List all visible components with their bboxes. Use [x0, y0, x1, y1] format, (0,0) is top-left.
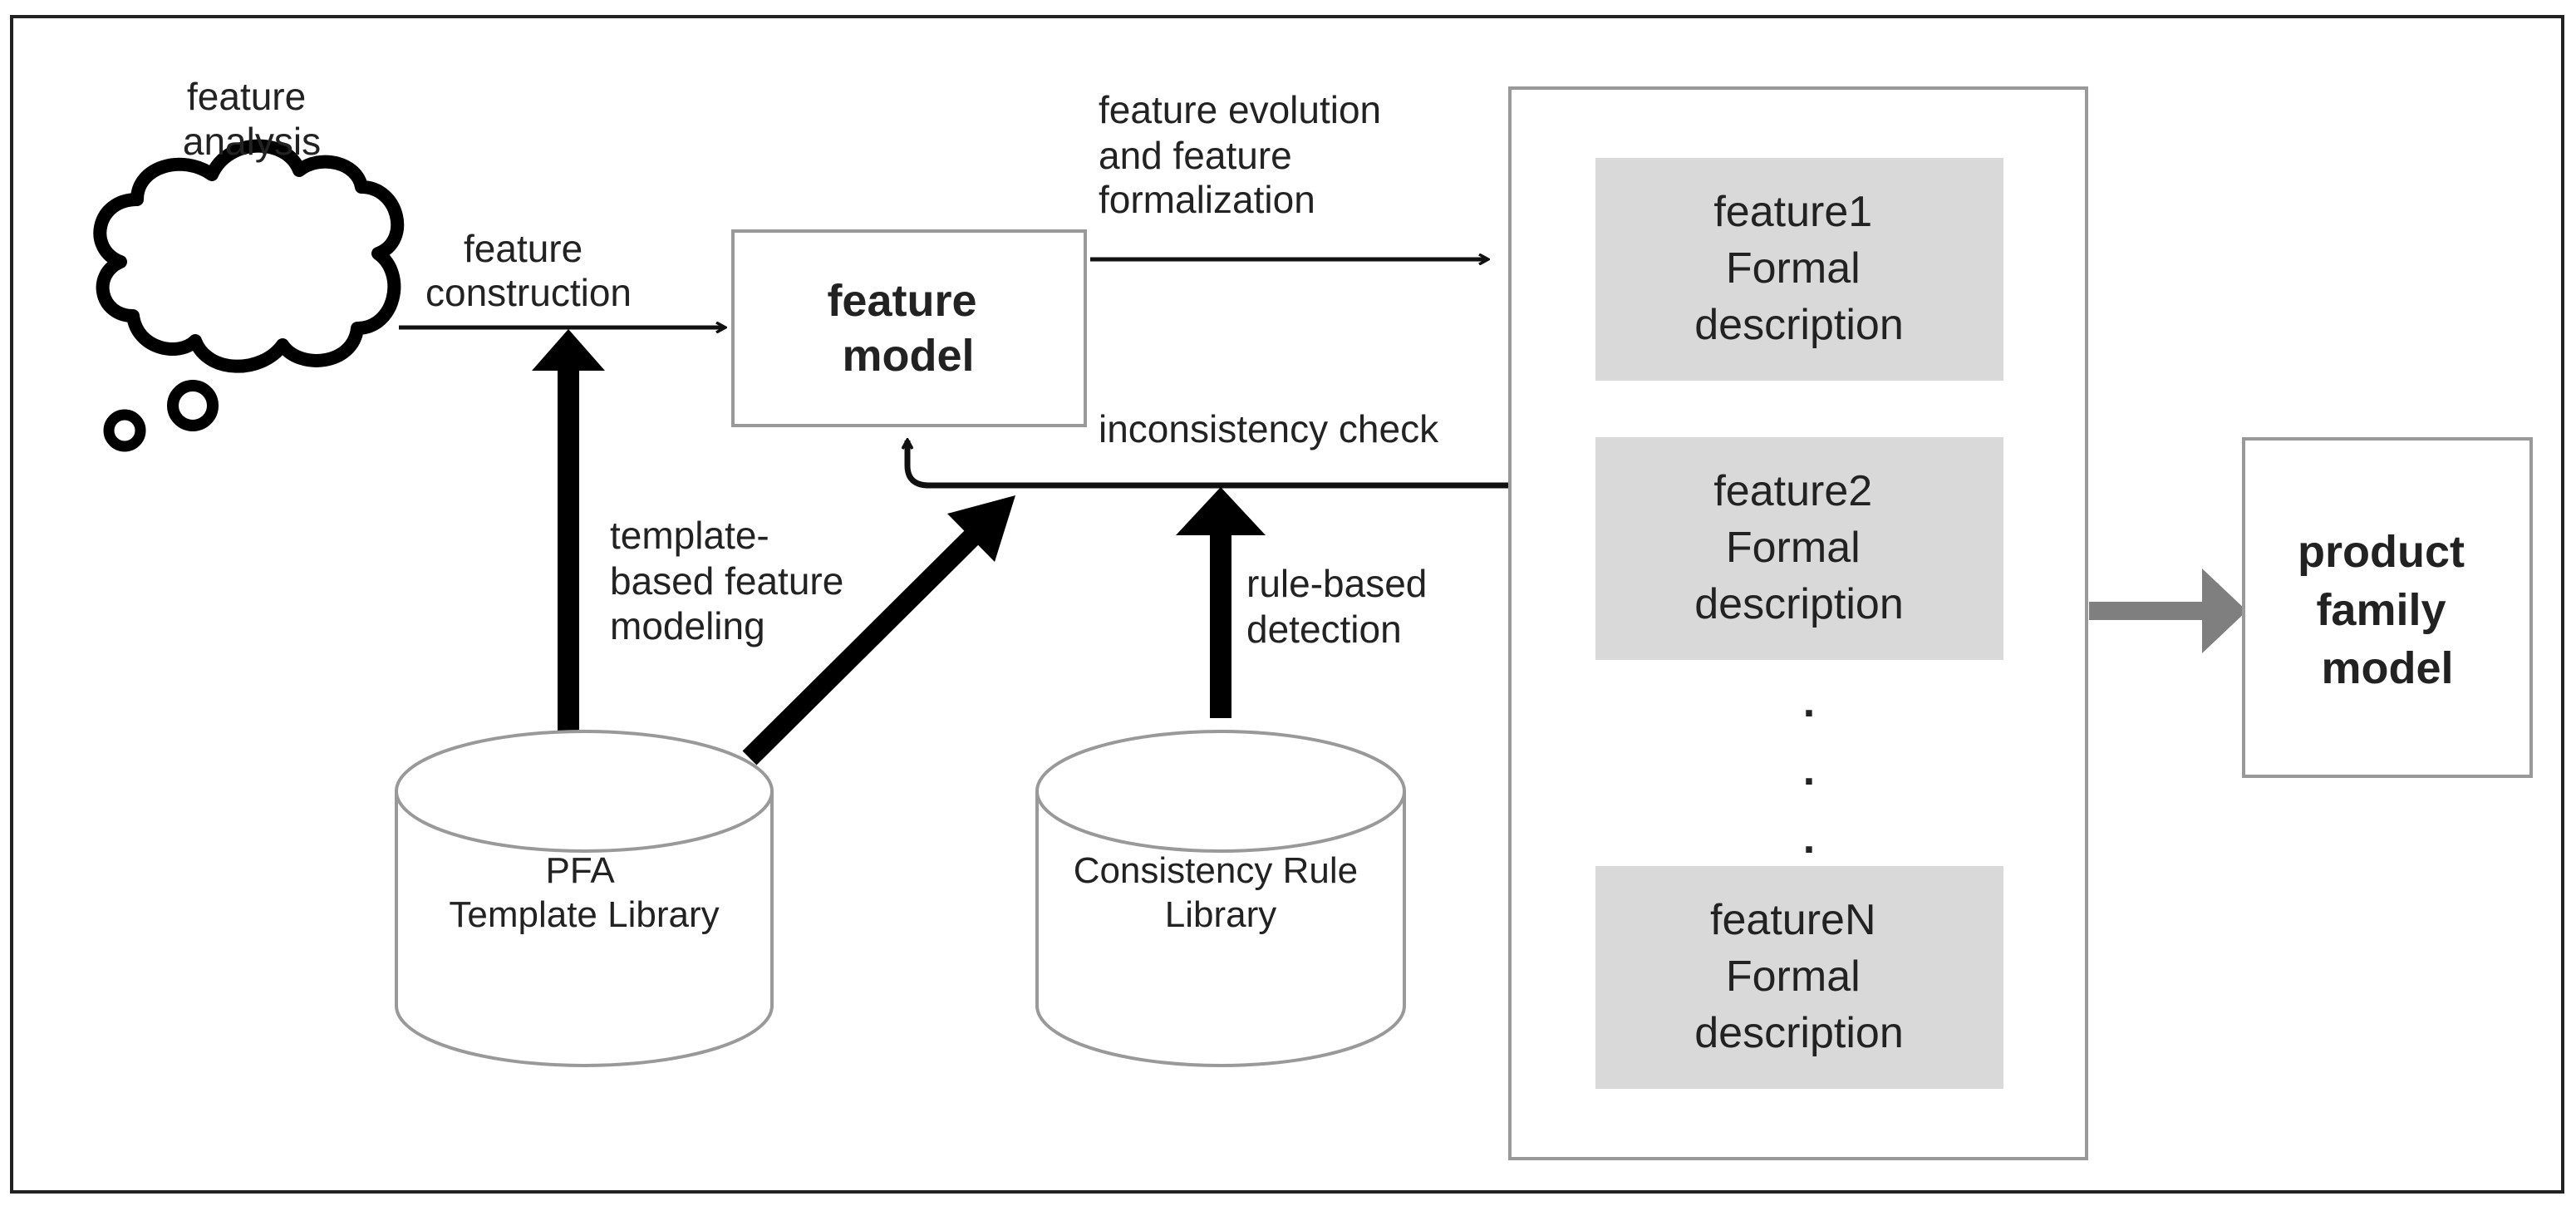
- feature-model-box: [731, 229, 1087, 427]
- feature-construction-label: feature construction: [425, 227, 632, 314]
- featureN-box: [1595, 866, 2003, 1089]
- template-vertical-arrow: [532, 329, 605, 731]
- feature2-label: feature2 Formal description: [1694, 467, 1903, 628]
- inconsistency-check-arrow: [907, 441, 1508, 489]
- consistency-rule-library-label: Consistency Rule Library: [1074, 850, 1369, 935]
- product-family-model-box: [2242, 437, 2533, 778]
- ellipsis-dot: .: [1803, 678, 1815, 726]
- thought-cloud-icon: [93, 139, 405, 452]
- product-family-model-label: product family model: [2298, 527, 2477, 693]
- feature-evolution-label: feature evolution and feature formalizat…: [1099, 88, 1392, 221]
- inconsistency-check-label: inconsistency check: [1099, 407, 1439, 450]
- rule-based-arrow: [1176, 487, 1266, 718]
- ellipsis-dot: .: [1803, 746, 1815, 795]
- cloud-label: feature analysis: [183, 75, 321, 163]
- template-based-label: template- based feature modeling: [610, 514, 854, 647]
- featureN-label: featureN Formal description: [1694, 896, 1903, 1057]
- template-diagonal-arrow: [742, 495, 1015, 765]
- outer-frame: [10, 15, 2564, 1194]
- consistency-rule-library-database: [1035, 730, 1406, 1067]
- feature1-label: feature1 Formal description: [1694, 188, 1903, 349]
- pfa-template-library-label: PFA Template Library: [449, 850, 719, 935]
- ellipsis-dot: .: [1803, 815, 1815, 863]
- feature1-box: [1595, 158, 2003, 381]
- pfa-template-library-database: [395, 730, 774, 1067]
- product-family-arrow: [2089, 569, 2247, 653]
- rule-based-label: rule-based detection: [1246, 562, 1438, 651]
- feature-model-label: feature model: [827, 276, 989, 381]
- feature2-box: [1595, 437, 2003, 660]
